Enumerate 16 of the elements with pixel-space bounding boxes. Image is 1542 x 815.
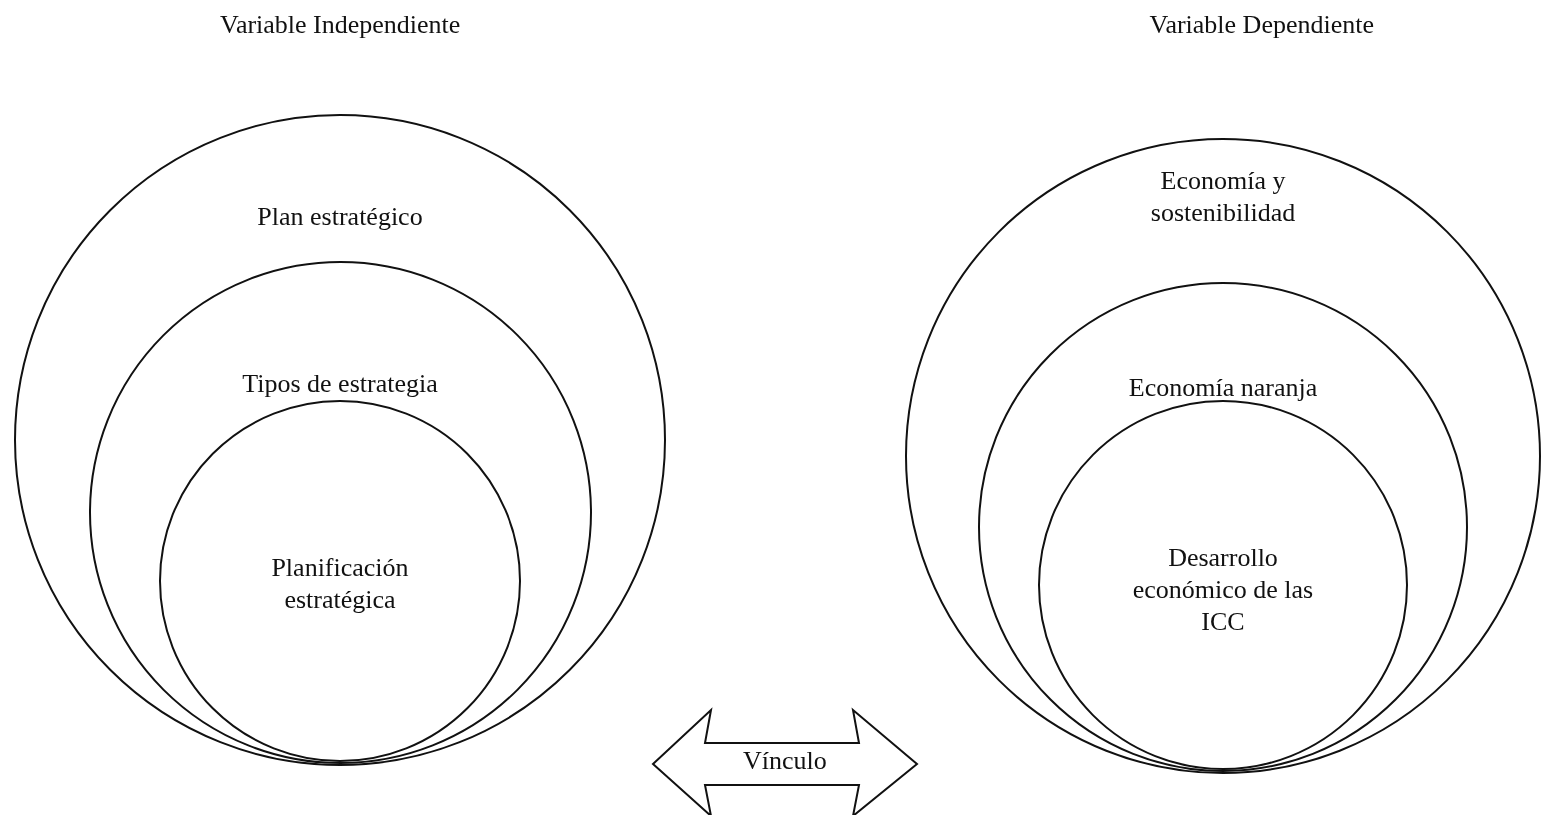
circle-label: Economía y sostenibilidad — [1149, 165, 1297, 229]
circle-node — [159, 400, 521, 762]
variable-heading: Variable Independiente — [220, 10, 461, 40]
double-block-arrow — [651, 707, 919, 815]
circle-label: Tipos de estrategia — [241, 368, 439, 400]
circle-node — [14, 114, 666, 766]
circle-node — [905, 138, 1541, 774]
variable-heading: Variable Dependiente — [1149, 10, 1374, 40]
edge-label: Vínculo — [743, 746, 827, 776]
circle-node — [88, 261, 592, 764]
circle-label: Plan estratégico — [256, 201, 424, 233]
circle-node — [1038, 400, 1408, 770]
circle-label: Planificación estratégica — [270, 552, 410, 616]
circle-label: Economía naranja — [1127, 372, 1319, 404]
circle-node — [978, 282, 1468, 772]
circle-label: Desarrollo económico de las ICC — [1131, 542, 1315, 638]
